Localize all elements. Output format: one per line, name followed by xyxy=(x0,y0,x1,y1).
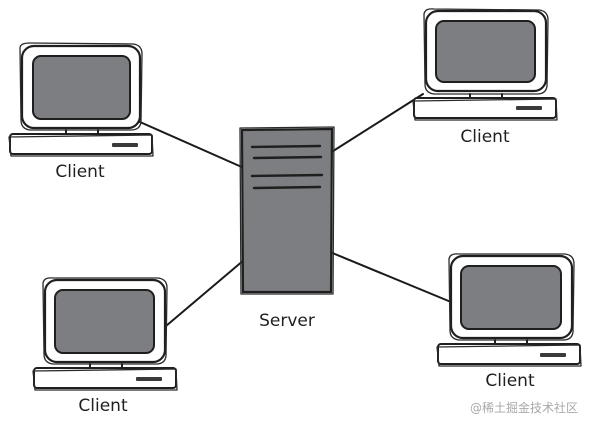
client-label: Client xyxy=(55,162,105,182)
client-label: Client xyxy=(78,396,128,416)
computer-monitor-icon xyxy=(8,42,154,157)
watermark-text: @稀土掘金技术社区 xyxy=(470,400,578,415)
link-server-client-top-left xyxy=(139,121,245,169)
computer-monitor-icon xyxy=(412,8,558,121)
server-tower-icon xyxy=(239,126,335,295)
server-node: Server xyxy=(239,126,335,331)
client-node-top-right: Client xyxy=(412,8,558,147)
server-label: Server xyxy=(259,311,315,331)
link-server-client-top-right xyxy=(329,93,424,154)
client-node-bottom-left: Client xyxy=(32,277,178,416)
computer-monitor-icon xyxy=(436,253,582,367)
connections xyxy=(139,93,452,327)
client-label: Client xyxy=(460,127,510,147)
link-server-client-bottom-left xyxy=(165,259,245,327)
client-label: Client xyxy=(485,371,535,391)
link-server-client-bottom-right xyxy=(329,251,452,303)
client-node-bottom-right: Client xyxy=(436,253,582,391)
client-node-top-left: Client xyxy=(8,42,154,182)
computer-monitor-icon xyxy=(32,277,178,391)
